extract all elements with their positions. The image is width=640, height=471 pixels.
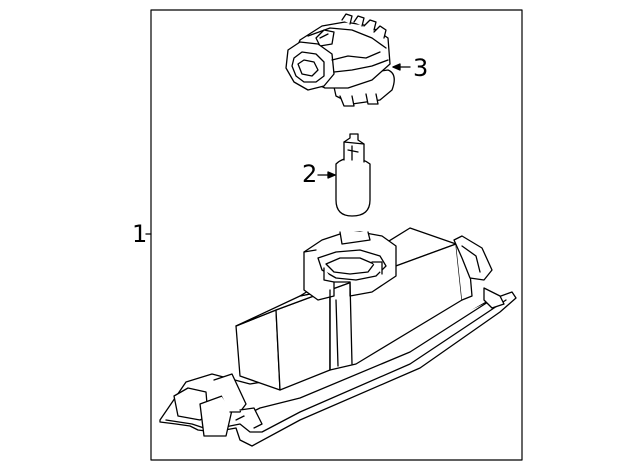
assembly-frame (150, 9, 523, 461)
callout-1-label: 1 (132, 220, 148, 248)
callout-3-arrow (392, 63, 401, 71)
callout-2-arrow (327, 171, 336, 179)
bulb-part (335, 133, 371, 217)
callout-3-label: 3 (413, 54, 429, 82)
socket-part (285, 13, 395, 107)
housing-part (159, 227, 517, 447)
callout-2-label: 2 (302, 160, 318, 188)
